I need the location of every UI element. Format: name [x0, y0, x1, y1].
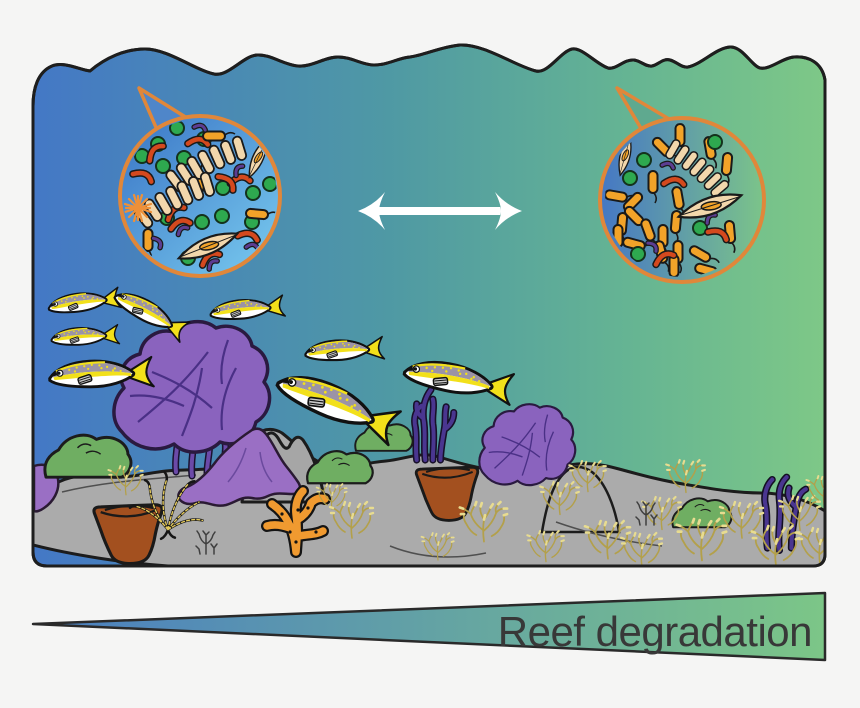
orange-branching-coral: [261, 485, 331, 558]
degradation-wedge: Reef degradation: [31, 591, 827, 662]
crinoid: [128, 470, 204, 541]
coccus: [630, 246, 646, 262]
coccus: [214, 208, 230, 224]
coccus: [707, 134, 723, 150]
coccus: [245, 185, 261, 201]
coral-stalks: [172, 430, 246, 480]
reef-layer: [33, 319, 825, 566]
exchange-arrow-icon: [358, 192, 522, 230]
coccus: [194, 214, 210, 230]
coccus: [636, 152, 652, 168]
coccus: [622, 170, 638, 186]
encrusting-coral-creases: [227, 447, 273, 483]
coccus: [262, 176, 277, 192]
magnifier-inset-left: [118, 86, 282, 278]
wedge-label: Reef degradation: [498, 608, 812, 655]
star: [123, 193, 153, 223]
wedge-shape: [31, 591, 827, 662]
magnifier-inset-right: [598, 86, 766, 284]
purple-branching-coral: [411, 386, 458, 464]
